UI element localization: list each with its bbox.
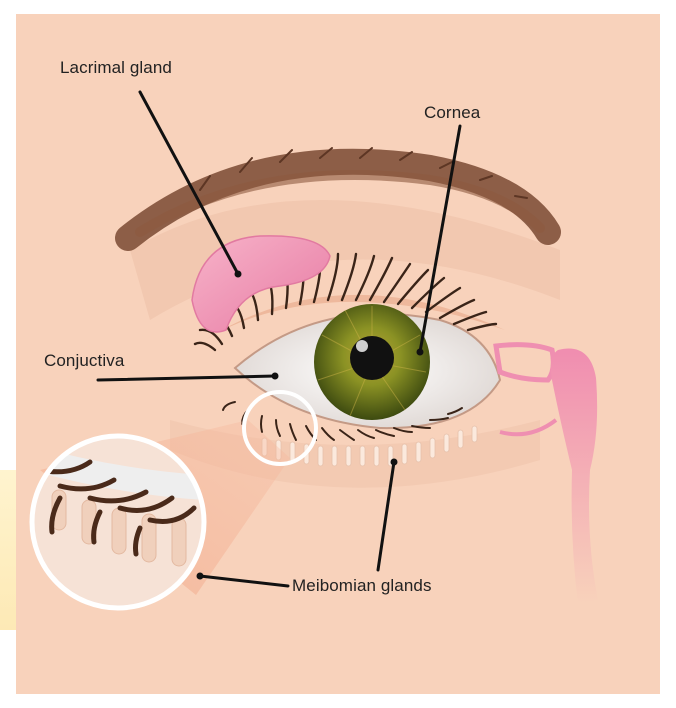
pupil <box>350 336 394 380</box>
leader-meibomian-left <box>200 576 288 586</box>
label-lacrimal-gland: Lacrimal gland <box>60 58 172 78</box>
label-cornea: Cornea <box>424 103 480 123</box>
label-meibomian-glands: Meibomian glands <box>292 576 432 596</box>
label-conjunctiva: Conjuctiva <box>44 351 124 371</box>
tear-duct <box>496 345 553 380</box>
lacrimal-sac <box>551 349 598 604</box>
cornea-highlight <box>356 340 368 352</box>
